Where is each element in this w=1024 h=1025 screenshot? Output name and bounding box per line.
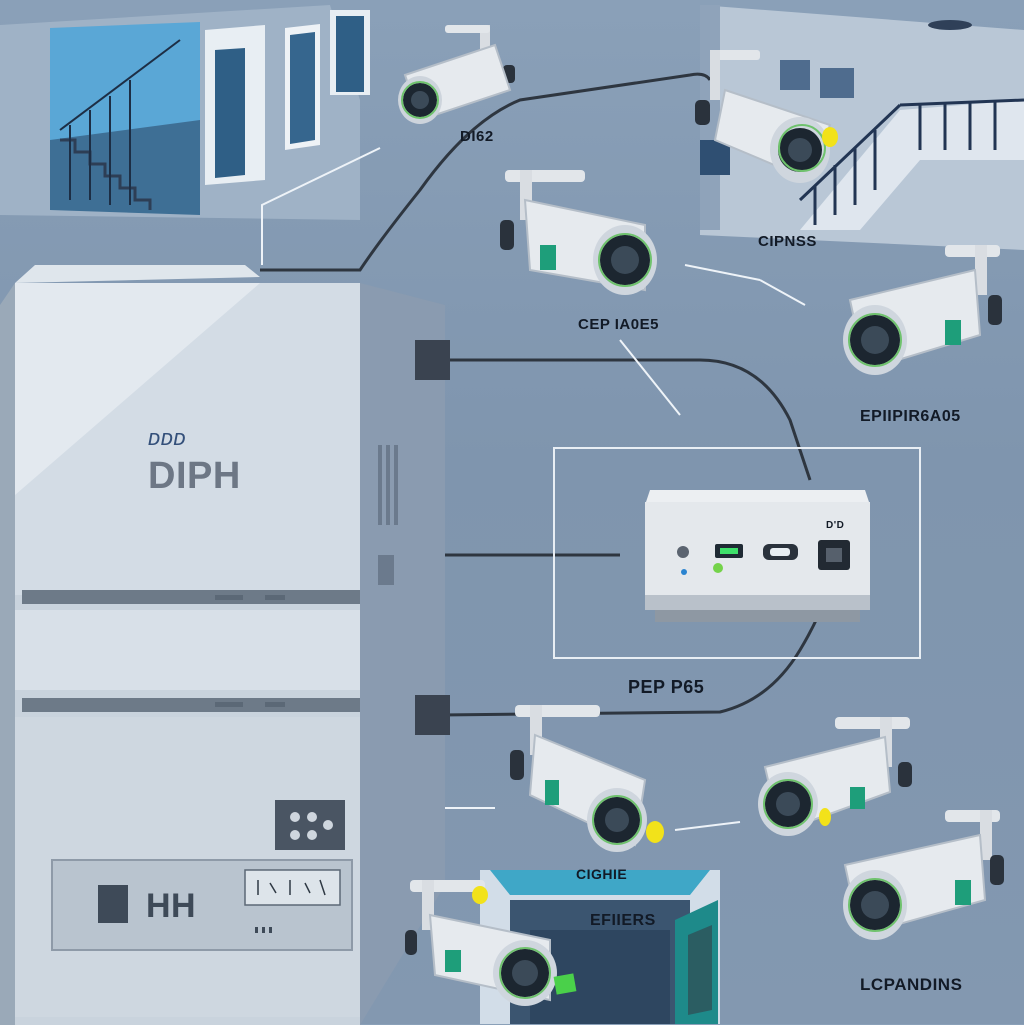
label-bottom-center-top: CIGHIE [576,866,628,882]
security-camera-icon[interactable] [690,45,860,190]
security-camera-icon[interactable] [505,700,685,860]
network-video-recorder-icon[interactable] [640,480,875,625]
security-camera-icon[interactable] [495,165,675,305]
security-camera-icon[interactable] [750,712,920,842]
server-ports [415,340,450,735]
security-camera-icon[interactable] [400,875,590,1010]
label-upper-right: CIPNSS [758,233,817,250]
label-bottom-center: EFIIERS [590,912,656,929]
label-center-camera: CEP IA0E5 [578,316,659,333]
label-nvr-caption: PEP P65 [628,677,705,697]
server-cabinet-icon [0,265,445,1025]
label-bottom-right: LCPANDINS [860,975,963,994]
security-camera-icon[interactable] [385,20,525,135]
server-logo-dots: ᴅᴅᴅ [148,425,187,450]
nvr-small-label: D'D [826,520,845,531]
nvr-frame [553,447,921,659]
server-logo: DIPH [148,455,241,497]
security-camera-icon[interactable] [830,240,1010,380]
stair-scene-top-left [0,5,370,220]
security-camera-icon[interactable] [830,805,1010,945]
server-cabinet: ᴅᴅᴅ DIPH HH [0,265,450,1025]
server-panel-text: HH [146,887,197,925]
label-top-camera: DI62 [460,128,494,145]
label-right-camera: EPIIPIR6A05 [860,408,961,425]
